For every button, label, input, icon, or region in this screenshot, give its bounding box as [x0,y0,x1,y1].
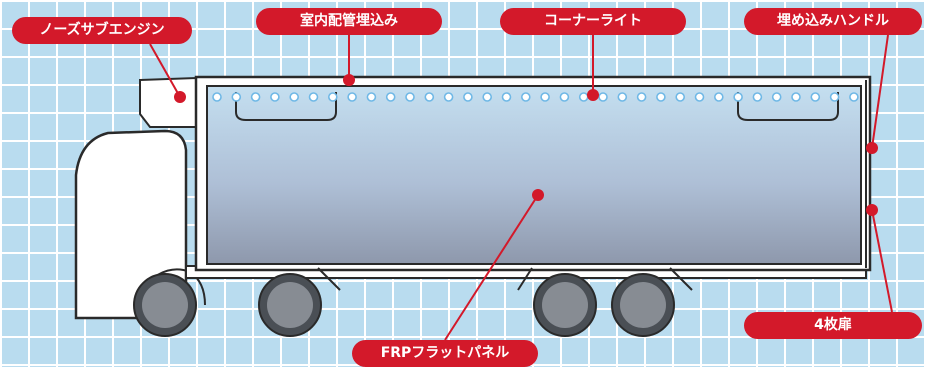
corner-light-dot [598,92,608,102]
wheel-front [133,273,197,337]
corner-light-dot [771,92,782,102]
corner-light-dot [540,92,550,102]
label-corner-light: コーナーライト [500,8,686,35]
point-recessed-handle [866,142,878,154]
corner-light-dot [308,92,319,102]
point-four-doors [866,204,878,216]
corner-light-dots [212,92,859,102]
corner-light-dot [250,92,261,102]
corner-light-dot [385,92,396,102]
corner-light-dot [366,92,377,102]
point-corner-light [587,89,599,101]
corner-light-dot [520,92,531,102]
corner-light-dot [424,92,435,102]
wheel-rear-1 [533,273,597,337]
corner-light-dot [791,92,801,102]
point-interior-piping [343,74,355,86]
label-nose-engine: ノーズサブエンジン [12,17,192,44]
corner-light-dot [656,92,666,102]
corner-light-dot [231,92,242,102]
corner-light-dot [289,92,300,102]
leader-recessed-handle [871,34,889,149]
corner-light-dot [347,92,357,102]
mud-flap-rear-right [669,267,693,291]
corner-light-dot [752,92,763,102]
corner-light-dot [482,92,493,102]
label-interior-piping: 室内配管埋込み [256,8,442,35]
leader-nose-engine [149,43,181,98]
mud-flap-middle [317,267,341,291]
corner-light-dot [829,92,840,102]
corner-light-dot [405,92,415,102]
corner-light-dot [849,92,859,102]
corner-light-dot [713,92,724,102]
nose-engine-unit [139,76,197,128]
leader-frp-panel [444,194,539,341]
wheel-rear-2 [611,273,675,337]
truck-cab [74,129,188,320]
wheel-middle [258,273,322,337]
corner-light-dot [212,92,222,102]
piping-recess-right [737,92,839,121]
corner-light-dot [327,92,338,102]
corner-light-dot [733,92,743,102]
corner-light-dot [636,92,647,102]
corner-light-dot [810,92,821,102]
corner-light-dot [675,92,686,102]
label-four-doors: 4枚扉 [744,312,922,339]
frp-panel-surface [206,85,862,265]
corner-light-dot [501,92,512,102]
point-nose-engine [174,91,186,103]
point-frp-panel [532,189,544,201]
corner-light-dot [463,92,473,102]
corner-light-dot [694,92,705,102]
corner-light-dot [578,92,589,102]
mud-flap-rear-left [517,267,533,291]
corner-light-dot [617,92,628,102]
piping-recess-left [235,92,337,121]
corner-light-dot [270,92,280,102]
label-frp-panel: FRPフラットパネル [352,340,538,367]
leader-four-doors [871,209,893,313]
label-recessed-handle: 埋め込みハンドル [744,8,922,35]
corner-light-dot [559,92,570,102]
corner-light-dot [443,92,454,102]
